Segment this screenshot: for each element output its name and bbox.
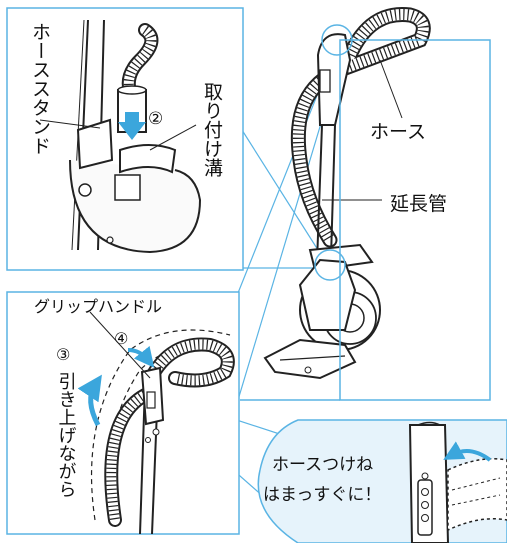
- grip-handle-label: グリップハンドル: [34, 297, 162, 316]
- vacuum-cleaner-illustration: [263, 7, 431, 380]
- hose-joint-note-line-2: はまっすぐに！: [263, 485, 381, 505]
- step-2-marker: ②: [148, 109, 163, 129]
- grip-handle-detail-panel: [6, 291, 240, 535]
- mounting-groove-label: 取り付け溝: [201, 82, 223, 178]
- step-3-marker: ③: [56, 345, 70, 364]
- pull-up-label: 引き上げながら: [56, 372, 77, 498]
- hose-stand-detail-panel: ②: [6, 7, 244, 271]
- hose-joint-bubble: [257, 419, 507, 543]
- hose-stand-label: ホーススタンド: [29, 22, 51, 155]
- hose-joint-note-line-1: ホースつけね: [272, 455, 373, 475]
- extension-pipe-label: 延長管: [390, 193, 447, 215]
- step-4-marker: ④: [114, 329, 128, 348]
- hose-label: ホース: [370, 121, 426, 143]
